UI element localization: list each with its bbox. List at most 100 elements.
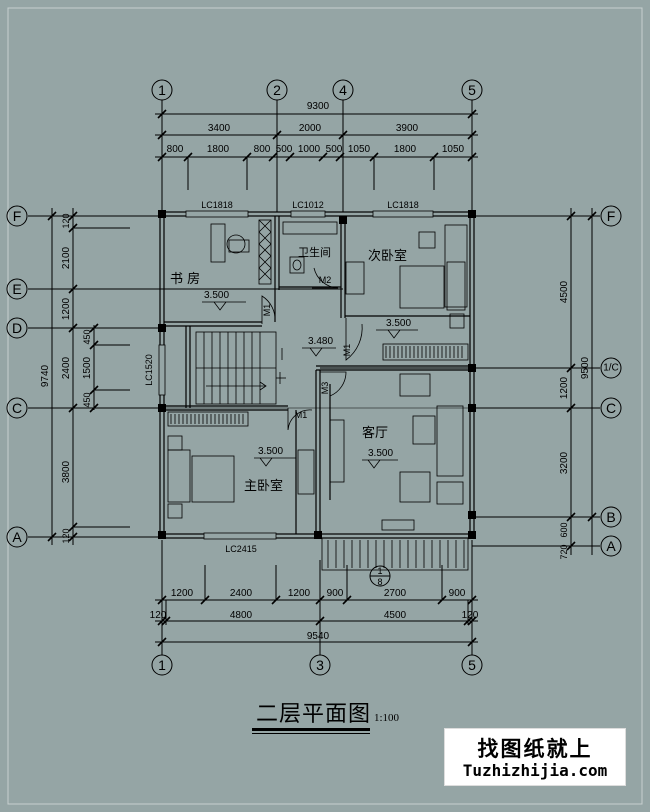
walls <box>159 211 475 539</box>
axis-label-bottom-3: 3 <box>316 657 324 673</box>
title-underline-thin <box>252 733 370 734</box>
dim-bot-r1-0: 1200 <box>171 588 194 599</box>
axis-label-bottom-5: 5 <box>468 657 476 673</box>
axis-label-bottom-1: 1 <box>158 657 166 673</box>
axis-label-right-1C: 1/C <box>603 363 619 374</box>
level-stair: 3.480 <box>308 336 333 347</box>
room-study: 书 房 <box>170 271 200 287</box>
dim-top-r1-0: 3400 <box>208 123 231 134</box>
room-living: 客厅 <box>362 425 388 441</box>
dim-left-6: 3800 <box>61 460 72 483</box>
dim-left-total: 9740 <box>40 364 51 387</box>
dim-top-r2-5: 500 <box>326 144 343 155</box>
drawing-title: 二层平面图 <box>256 702 372 727</box>
dim-left-5: 450 <box>82 392 92 407</box>
section-marker: 1 8 <box>369 565 391 587</box>
axis-label-top-5: 5 <box>468 82 476 98</box>
window-label-1: LC1818 <box>201 200 233 210</box>
dim-top-r2-7: 1800 <box>394 144 417 155</box>
watermark-line1: 找图纸就上 <box>477 737 593 761</box>
dim-bot-total: 9540 <box>307 631 330 642</box>
dim-left-2400: 2400 <box>61 356 72 379</box>
dim-bot-r1-1: 2400 <box>230 588 253 599</box>
axis-bubbles <box>6 79 622 676</box>
window-label-5: LC2415 <box>225 544 257 554</box>
dim-top-r2-6: 1050 <box>348 144 371 155</box>
dim-left-4: 1500 <box>82 356 93 379</box>
dim-top-r2-8: 1050 <box>442 144 465 155</box>
axis-label-right-F: F <box>607 208 616 224</box>
level-study: 3.500 <box>204 290 229 301</box>
wardrobes <box>167 219 469 427</box>
dim-bot-r1-4: 2700 <box>384 588 407 599</box>
axis-label-left-E: E <box>12 281 21 297</box>
bottom-dimension-lines <box>155 565 478 647</box>
dim-top-r2-1: 1800 <box>207 144 230 155</box>
room-master-bedroom: 主卧室 <box>244 478 283 494</box>
section-mark-bottom: 8 <box>377 577 382 587</box>
right-dimension-lines <box>500 208 600 555</box>
dim-left-7: 120 <box>61 528 71 543</box>
dim-bot-r2-3: 120 <box>462 610 479 621</box>
level-markers <box>202 301 418 469</box>
axis-label-left-A: A <box>12 529 22 545</box>
stairs <box>195 331 286 405</box>
door-m2-bath: M2 <box>319 275 332 285</box>
room-second-bedroom: 次卧室 <box>368 248 407 264</box>
dim-right-total: 9500 <box>580 356 591 379</box>
watermark-line2: Tuzhizhijia.com <box>462 761 608 780</box>
dim-top-r2-0: 800 <box>167 144 184 155</box>
axis-label-right-B: B <box>606 509 615 525</box>
door-m1-master: M1 <box>295 410 308 420</box>
dim-right-1: 1200 <box>559 376 570 399</box>
top-dimension-lines <box>155 109 478 190</box>
dim-left-1: 2100 <box>61 246 72 269</box>
window-label-2: LC1012 <box>292 200 324 210</box>
dim-right-0: 4500 <box>559 280 570 303</box>
dim-right-3: 600 <box>559 522 569 537</box>
watermark-logo: 找图纸就上 Tuzhizhijia.com <box>444 728 626 786</box>
dim-left-0: 120 <box>61 213 71 228</box>
dim-left-3: 450 <box>82 329 92 344</box>
window-label-3: LC1818 <box>387 200 419 210</box>
axis-label-left-C: C <box>12 400 22 416</box>
dim-bot-r2-0: 120 <box>150 610 167 621</box>
level-master: 3.500 <box>258 446 283 457</box>
dim-bot-r2-2: 4500 <box>384 610 407 621</box>
dim-bot-r1-2: 1200 <box>288 588 311 599</box>
drawing-frame <box>7 7 643 805</box>
axis-label-top-4: 4 <box>339 82 347 98</box>
wall-columns <box>158 210 476 539</box>
axis-label-right-A: A <box>606 538 616 554</box>
axis-label-top-1: 1 <box>158 82 166 98</box>
door-m3-living: M3 <box>320 382 330 395</box>
left-dimension-lines <box>47 208 130 545</box>
axis-label-top-2: 2 <box>273 82 281 98</box>
dim-bot-r2-1: 4800 <box>230 610 253 621</box>
section-mark-top: 1 <box>377 566 382 576</box>
title-underline-thick <box>252 728 370 731</box>
door-m1-study: M1 <box>262 304 272 317</box>
axis-label-left-D: D <box>12 320 22 336</box>
dim-top-r1-1: 2000 <box>299 123 322 134</box>
axis-label-right-C: C <box>606 400 616 416</box>
grid-lines <box>28 100 600 655</box>
window-label-4: LC1520 <box>144 354 154 386</box>
dim-top-r2-3: 500 <box>276 144 293 155</box>
dim-bot-r1-5: 900 <box>449 588 466 599</box>
axis-label-left-F: F <box>13 208 22 224</box>
level-second-bed: 3.500 <box>386 318 411 329</box>
dim-top-total: 9300 <box>307 101 330 112</box>
dim-top-r1-2: 3900 <box>396 123 419 134</box>
furniture <box>167 221 469 571</box>
doors <box>261 267 363 431</box>
dim-right-2: 3200 <box>559 451 570 474</box>
door-m1-second: M1 <box>342 344 352 357</box>
drawing-scale: 1:100 <box>374 712 400 724</box>
dim-bot-r1-3: 900 <box>327 588 344 599</box>
dim-right-4: 720 <box>559 544 569 559</box>
dim-left-2: 1200 <box>61 297 72 320</box>
dim-top-r2-2: 800 <box>254 144 271 155</box>
